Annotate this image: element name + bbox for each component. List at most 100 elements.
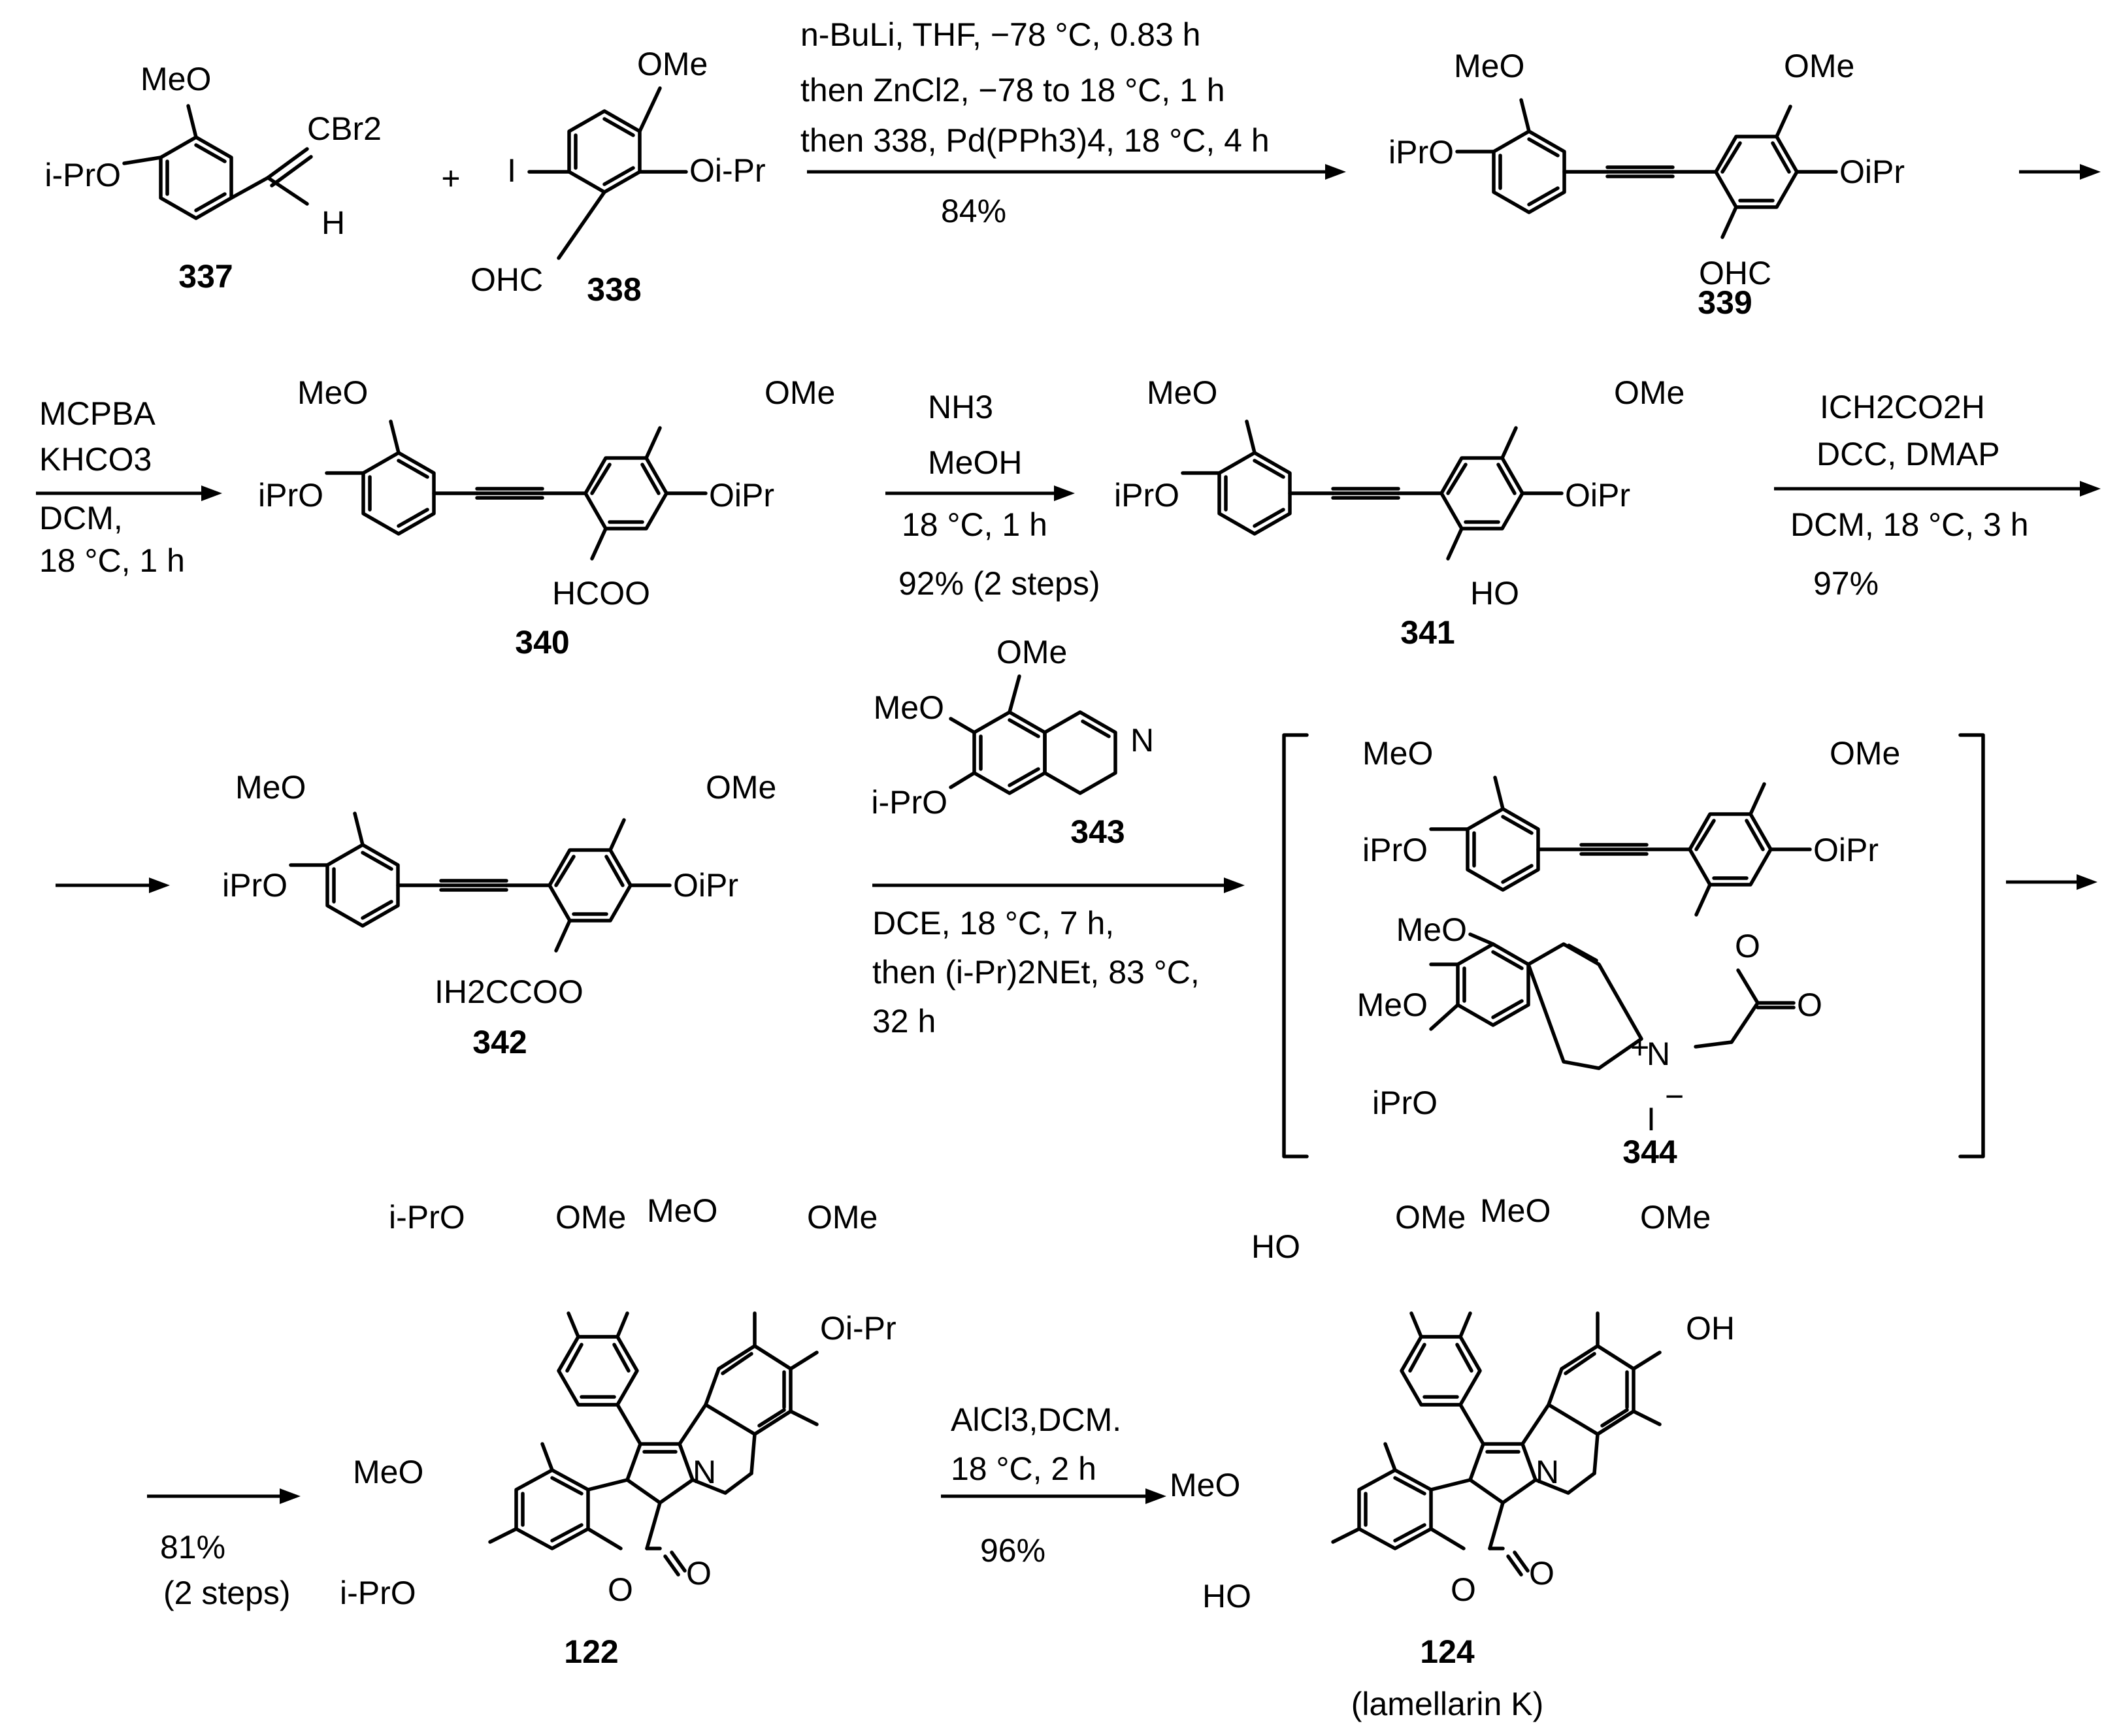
compound-124: HO OMe MeO OMe OH N MeO HO O O 124 (lame… [1170,1192,1735,1722]
label-meo-341: MeO [1147,374,1217,411]
compound-343: OMe MeO i-PrO N 343 [871,634,1154,850]
compound-name-124: (lamellarin K) [1351,1686,1544,1722]
label-h-337: H [321,205,345,241]
plus-sign: + [441,160,460,197]
step-1: n-BuLi, THF, −78 °C, 0.83 h then ZnCl2, … [800,16,1346,229]
label-ome-338: OMe [637,46,708,82]
step-2: MCPBA KHCO3 DCM, 18 °C, 1 h [36,395,222,579]
compound-number-124: 124 [1420,1633,1475,1670]
step-5: DCE, 18 °C, 7 h, then (i-Pr)2NEt, 83 °C,… [872,877,1245,1040]
step-3: NH3 MeOH 18 °C, 1 h 92% (2 steps) [885,389,1100,602]
label-meo-340: MeO [297,374,368,411]
label-ho-124b: HO [1202,1578,1251,1614]
step-6: 81% (2 steps) [147,1488,301,1611]
label-oipr-338: Oi-Pr [689,152,766,189]
label-n-122: N [693,1454,716,1490]
step-4-yield: 97% [1813,565,1879,602]
label-oipr-122: Oi-Pr [820,1310,896,1347]
label-oipr-339: OiPr [1839,154,1905,190]
compound-number-122: 122 [564,1633,618,1670]
label-o-carbonyl-124: O [1529,1555,1554,1592]
label-plus-344: + [1630,1029,1649,1066]
label-iodide-344: I [1647,1101,1656,1138]
step-4-condition-1: ICH2CO2H [1820,389,1985,425]
label-meo-124b: MeO [1170,1467,1240,1503]
label-hcoo-340: HCOO [552,575,650,612]
label-ho-124a: HO [1251,1228,1300,1265]
label-cbr2-337: CBr2 [307,110,382,147]
step-5-condition-1: DCE, 18 °C, 7 h, [872,905,1114,942]
label-o-ester-344: O [1735,928,1760,964]
label-ohc-339: OHC [1699,255,1771,291]
step-4-condition-3: DCM, 18 °C, 3 h [1790,506,2029,543]
label-ipro-122a: i-PrO [389,1199,465,1236]
label-ome-340: OMe [765,374,835,411]
step-5-condition-2: then (i-Pr)2NEt, 83 °C, [872,954,1200,991]
label-n-124: N [1536,1454,1559,1490]
label-ome-124a: OMe [1395,1199,1466,1236]
label-meo-344b: MeO [1396,911,1467,948]
arrow-339-continue [2019,164,2101,180]
step-7-condition-2: 18 °C, 2 h [951,1450,1096,1487]
label-ipro-344a: iPrO [1362,832,1428,868]
compound-344: MeO iPrO OMe OiPr O O MeO MeO iPrO + N I… [1282,733,1985,1170]
step-3-yield: 92% (2 steps) [898,565,1100,602]
label-ipro-341: iPrO [1114,477,1179,514]
label-n-343: N [1130,722,1154,759]
label-meo-343: MeO [874,689,944,726]
label-meo-344c: MeO [1357,987,1428,1023]
arrow-344-continue [2006,874,2097,890]
label-ome-342: OMe [706,769,776,806]
step-3-condition-1: NH3 [928,389,993,425]
step-7-yield: 96% [980,1532,1045,1569]
label-ome-122b: OMe [807,1199,878,1236]
label-o-ring-122: O [608,1571,633,1608]
step-2-condition-2: KHCO3 [39,441,152,478]
compound-number-337: 337 [178,258,233,295]
label-minus-344: − [1665,1078,1684,1115]
compound-number-340: 340 [515,624,569,661]
step-2-condition-1: MCPBA [39,395,156,432]
step-1-condition-2: then ZnCl2, −78 to 18 °C, 1 h [800,72,1225,108]
label-i-338: I [507,152,516,189]
label-ome-344: OMe [1830,735,1900,772]
label-ipro-343: i-PrO [871,784,947,821]
label-ome-341: OMe [1614,374,1685,411]
compound-122: i-PrO OMe MeO OMe Oi-Pr N MeO i-PrO O O … [340,1192,896,1670]
step-4-condition-2: DCC, DMAP [1817,436,2000,472]
compound-342: MeO iPrO OMe OiPr IH2CCOO 342 [222,769,776,1060]
label-ih2ccoo-342: IH2CCOO [435,974,584,1010]
label-ome-122a: OMe [555,1199,626,1236]
compound-number-342: 342 [472,1024,527,1060]
compound-number-338: 338 [587,271,641,308]
compound-number-339: 339 [1698,284,1752,321]
step-7: AlCl3,DCM. 18 °C, 2 h 96% [941,1401,1166,1569]
compound-337: MeO i-PrO CBr2 H 337 [44,61,382,295]
step-7-condition-1: AlCl3,DCM. [951,1401,1121,1438]
compound-338: OMe I Oi-Pr OHC 338 [470,46,766,308]
label-ipro-342: iPrO [222,867,288,904]
label-ome-124b: OMe [1640,1199,1711,1236]
label-oipr-340: OiPr [709,477,774,514]
step-6-yield: 81% [160,1529,225,1565]
label-meo-342: MeO [235,769,306,806]
label-ohc-338: OHC [470,261,543,298]
step-1-condition-1: n-BuLi, THF, −78 °C, 0.83 h [800,16,1200,53]
label-n-344: N [1647,1036,1670,1072]
step-1-yield: 84% [941,193,1006,229]
label-ipro-344b: iPrO [1372,1085,1438,1121]
compound-number-341: 341 [1400,614,1455,651]
label-meo-124: MeO [1480,1192,1551,1229]
label-o-carbonyl-122: O [686,1555,712,1592]
step-4: ICH2CO2H DCC, DMAP DCM, 18 °C, 3 h 97% [1774,389,2101,602]
label-oipr-344: OiPr [1813,832,1879,868]
compound-340: MeO iPrO OMe OiPr HCOO 340 [258,374,835,661]
label-meo-122b: MeO [353,1454,423,1490]
label-o-carbonyl-344: O [1797,987,1822,1023]
label-oh-124: OH [1686,1310,1735,1347]
label-meo-344a: MeO [1362,735,1433,772]
label-o-ring-124: O [1451,1571,1476,1608]
label-ipro-340: iPrO [258,477,323,514]
step-5-condition-3: 32 h [872,1003,936,1040]
